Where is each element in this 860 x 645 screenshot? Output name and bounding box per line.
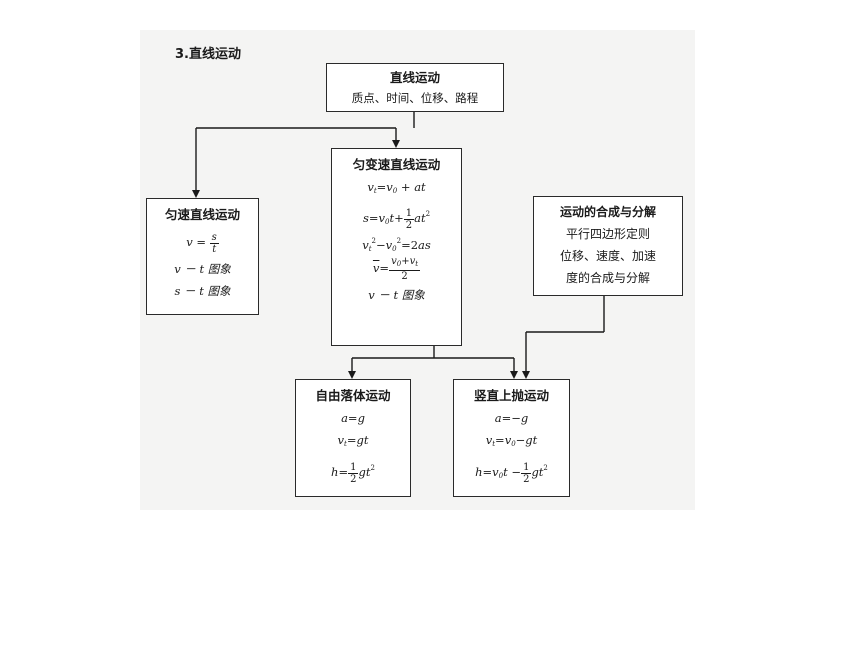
formula-a-equals-minus-g: a=−g: [494, 411, 529, 425]
composition-line-3: 位移、速度、加速: [559, 249, 656, 263]
composition-line-2: 平行四边形定则: [565, 227, 650, 241]
uniform-st-graph-label: s － t 图象: [174, 284, 231, 298]
formula-a-equals-g: a=g: [341, 411, 365, 425]
formula-vt2-v02-2as: vt2−v02=2as: [362, 237, 431, 253]
section-title: 3.直线运动: [175, 47, 241, 62]
accel-title: 匀变速直线运动: [352, 157, 441, 172]
formula-vt-equals-gt: vt=gt: [337, 433, 369, 448]
composition-line-1: 运动的合成与分解: [559, 205, 656, 219]
freefall-title: 自由落体运动: [315, 388, 391, 403]
formula-vt-v0-at: vt=v0 + at: [367, 180, 426, 195]
composition-line-4: 度的合成与分解: [565, 271, 650, 285]
accel-vt-graph-label: v － t 图象: [368, 288, 425, 302]
uniform-vt-graph-label: v － t 图象: [174, 262, 231, 276]
formula-vt-v0-minus-gt: vt=v0−gt: [485, 433, 538, 448]
uniform-title: 匀速直线运动: [164, 207, 240, 222]
root-subtitle: 质点、时间、位移、路程: [351, 91, 479, 105]
root-title: 直线运动: [389, 70, 440, 85]
composition-box: 运动的合成与分解 平行四边形定则 位移、速度、加速 度的合成与分解: [533, 196, 683, 296]
root-box-linear-motion: 直线运动 质点、时间、位移、路程: [326, 63, 504, 112]
vertical-title: 竖直上抛运动: [473, 388, 549, 403]
